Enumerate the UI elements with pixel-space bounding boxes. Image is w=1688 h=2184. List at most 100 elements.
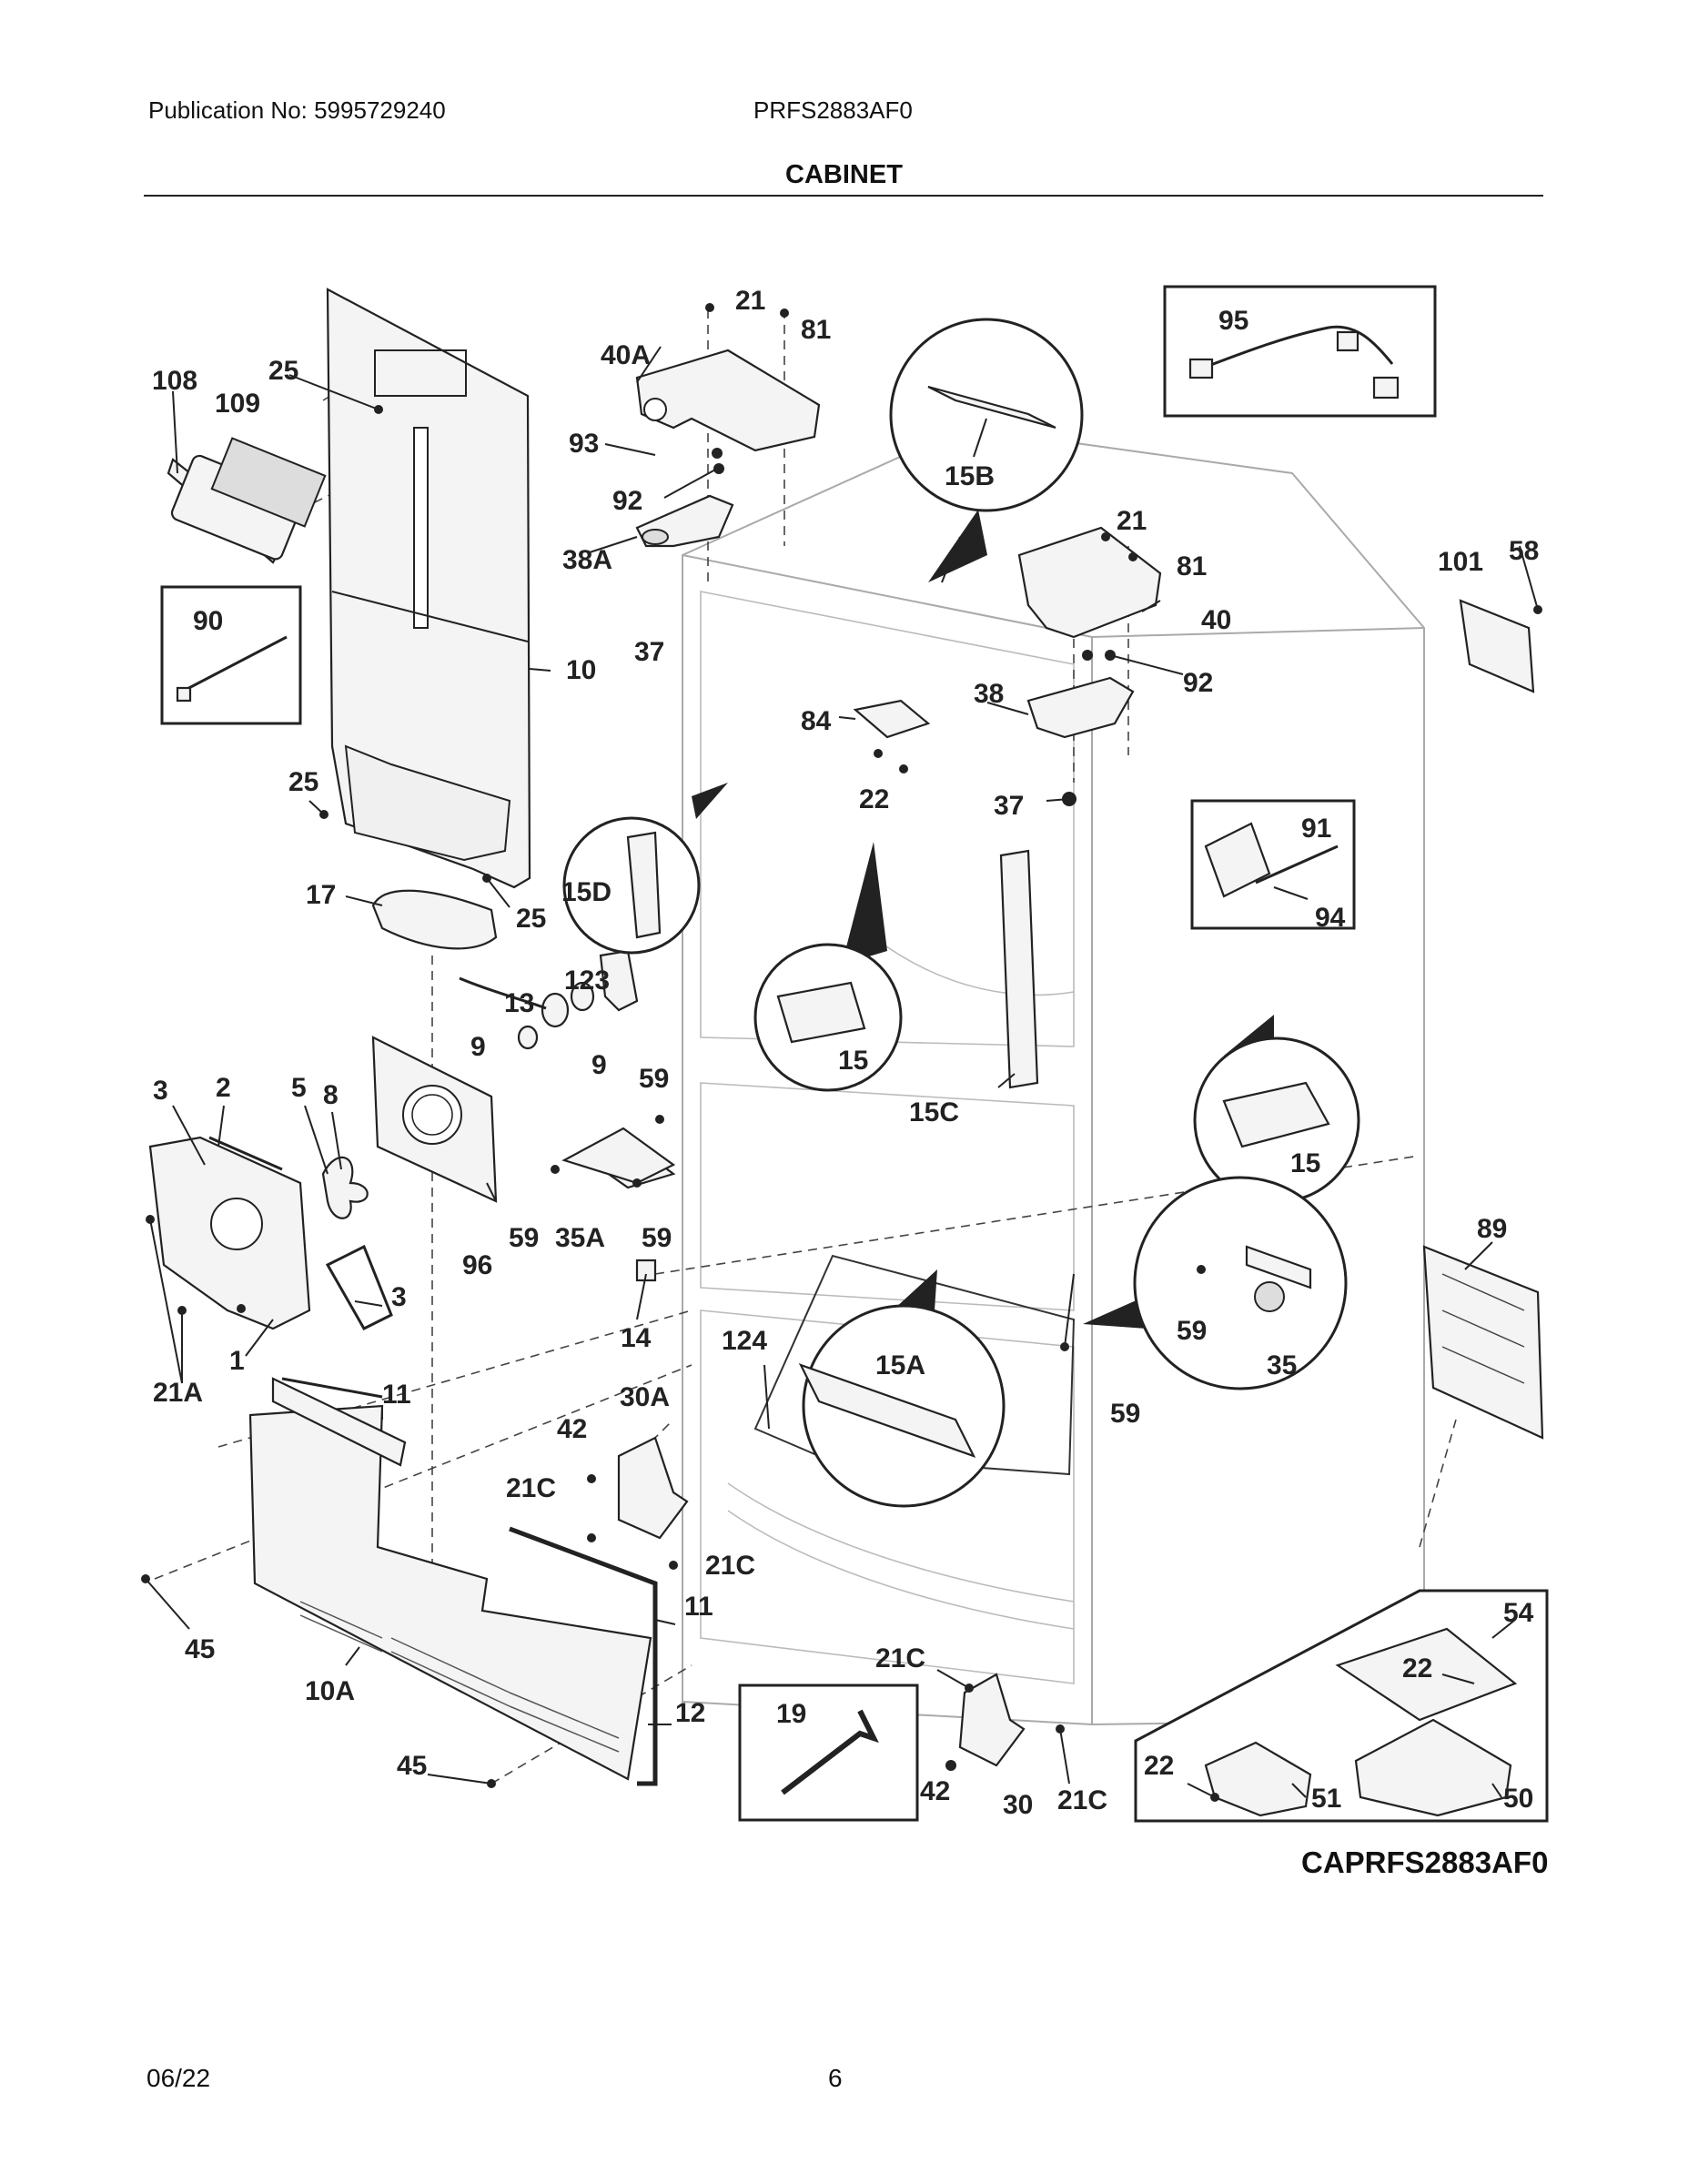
callout-25: 25	[268, 356, 298, 386]
detail-circle-15B	[889, 318, 1084, 583]
callout-22: 22	[859, 784, 889, 814]
callout-2: 2	[216, 1073, 231, 1103]
callout-92: 92	[612, 486, 642, 516]
inset-box-90	[160, 585, 302, 725]
callout-45: 45	[185, 1634, 215, 1664]
detail-circle-15A	[798, 1269, 1006, 1508]
callout-38A: 38A	[562, 545, 612, 575]
hinge-38A	[635, 494, 734, 548]
callout-14: 14	[621, 1323, 652, 1353]
detail-circle-15-right	[1193, 1015, 1360, 1204]
hinge-30A	[617, 1436, 689, 1540]
callout-59-a: 59	[639, 1064, 669, 1094]
part-14	[635, 1259, 657, 1282]
callout-40: 40	[1201, 605, 1231, 635]
section-title: CABINET	[785, 160, 903, 189]
inset-box-19	[738, 1684, 919, 1822]
callout-84: 84	[801, 706, 832, 736]
callout-21C: 21C	[506, 1473, 556, 1503]
callout-17: 17	[306, 880, 336, 910]
header-rule	[144, 195, 1543, 197]
callout-51: 51	[1311, 1784, 1341, 1814]
callout-37: 37	[634, 637, 664, 667]
model-number: PRFS2883AF0	[753, 96, 913, 124]
dispenser-housing-108-109	[167, 437, 327, 564]
callout-54: 54	[1503, 1598, 1534, 1628]
diagram-code: CAPRFS2883AF0	[1301, 1845, 1549, 1879]
callout-3: 3	[153, 1076, 168, 1106]
callout-labels: 21 81 40A 93 92 38A 37 108 25 109 10 90 …	[152, 286, 1539, 1820]
lower-access-panel-10A	[248, 1377, 652, 1781]
callout-5: 5	[291, 1073, 307, 1103]
inset-box-50-51-54	[1134, 1589, 1549, 1823]
hinge-38	[1026, 676, 1135, 739]
callout-108: 108	[152, 366, 197, 396]
callout-109: 109	[215, 389, 260, 419]
callout-59-c: 59	[642, 1223, 672, 1253]
callout-10A: 10A	[305, 1676, 355, 1706]
damper-35A	[561, 1127, 676, 1189]
callout-21A: 21A	[153, 1378, 203, 1408]
callout-90: 90	[193, 606, 223, 636]
callout-96: 96	[462, 1250, 492, 1280]
callout-94: 94	[1315, 903, 1346, 933]
callout-9-b: 9	[591, 1050, 607, 1080]
callout-19: 19	[776, 1699, 806, 1729]
callout-21C-d: 21C	[1057, 1785, 1107, 1815]
callout-25-low: 25	[516, 904, 546, 934]
callout-89: 89	[1477, 1214, 1507, 1244]
hinge-cover-40	[1017, 526, 1162, 639]
callout-22-box: 22	[1402, 1653, 1432, 1684]
callout-9: 9	[470, 1032, 486, 1062]
callout-8: 8	[323, 1080, 339, 1110]
detail-circle-15D	[562, 783, 728, 955]
callout-58: 58	[1509, 536, 1539, 566]
callout-21: 21	[735, 286, 765, 316]
gasket-11-lower	[509, 1526, 658, 1786]
callout-37-right: 37	[994, 791, 1024, 821]
callout-3-b: 3	[391, 1282, 407, 1312]
callout-42: 42	[557, 1414, 587, 1444]
callout-15-right: 15	[1290, 1148, 1320, 1178]
fasteners	[141, 303, 1542, 1802]
callout-59-b: 59	[509, 1223, 539, 1253]
fan-shroud-96	[371, 1036, 498, 1203]
callout-38: 38	[974, 679, 1004, 709]
callout-59-d: 59	[1110, 1399, 1140, 1429]
callout-81: 81	[801, 315, 831, 345]
callout-30A: 30A	[620, 1382, 670, 1412]
callout-42-b: 42	[920, 1776, 950, 1806]
callout-22-box2: 22	[1144, 1751, 1174, 1781]
publication-number: Publication No: 5995729240	[148, 96, 446, 124]
grille-89	[1422, 1245, 1544, 1440]
callout-45-b: 45	[397, 1751, 427, 1781]
callout-12: 12	[675, 1698, 705, 1728]
callout-30: 30	[1003, 1790, 1033, 1820]
callout-93: 93	[569, 429, 599, 459]
leader-lines	[145, 346, 1539, 1798]
callout-10: 10	[566, 655, 596, 685]
inset-box-91-94	[1190, 799, 1356, 930]
motor-13-9	[459, 949, 639, 1050]
callout-91: 91	[1301, 814, 1331, 844]
callout-15C: 15C	[909, 1097, 959, 1127]
light-strip-15C	[999, 849, 1039, 1089]
fan-housing-assembly	[148, 1136, 393, 1330]
callout-59-e: 59	[1177, 1316, 1207, 1346]
callout-25-mid: 25	[288, 767, 318, 797]
inset-box-95	[1163, 285, 1437, 418]
callout-35A: 35A	[555, 1223, 605, 1253]
bracket-101	[1459, 599, 1535, 693]
bracket-84	[853, 699, 931, 739]
callout-15: 15	[838, 1046, 868, 1076]
footer-date: 06/22	[147, 2064, 211, 2092]
callout-11-b: 11	[684, 1592, 713, 1622]
evaporator-cover-10	[326, 288, 531, 889]
callout-21-right: 21	[1117, 506, 1147, 536]
callout-1: 1	[229, 1346, 245, 1376]
detail-circle-35	[1083, 1176, 1348, 1390]
callout-15D: 15D	[561, 877, 612, 907]
callout-124: 124	[722, 1326, 767, 1356]
hinge-cover-40A	[635, 349, 821, 452]
